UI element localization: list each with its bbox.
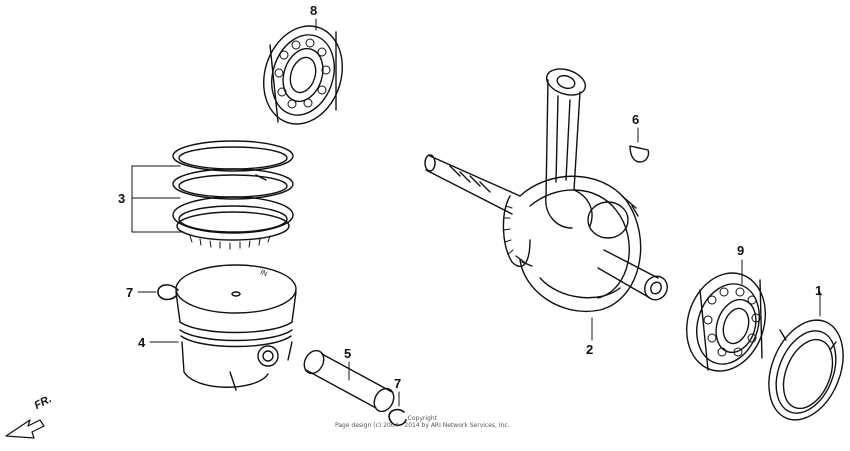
callout-7-left: 7 <box>126 285 134 300</box>
callout-3: 3 <box>118 191 126 206</box>
piston-pin-clip-right[interactable] <box>388 408 407 427</box>
callout-8: 8 <box>310 3 318 18</box>
copyright-line-2: Page design (c) 2004 - 2014 by ARI Netwo… <box>335 421 510 429</box>
callout-5: 5 <box>344 346 352 361</box>
bracket-3 <box>131 165 185 233</box>
crankshaft-assembly[interactable] <box>424 64 672 313</box>
piston-pin[interactable] <box>300 347 397 415</box>
woodruff-key[interactable] <box>629 145 650 163</box>
callout-9: 9 <box>737 243 745 258</box>
piston[interactable] <box>175 264 297 391</box>
callout-2: 2 <box>586 342 594 357</box>
front-direction-arrow <box>5 419 45 439</box>
bearing-right[interactable] <box>674 263 777 382</box>
callout-6: 6 <box>632 112 640 127</box>
callout-4: 4 <box>138 335 146 350</box>
bearing-top[interactable] <box>251 16 354 135</box>
callout-1: 1 <box>815 283 823 298</box>
copyright-notice: Copyright Page design (c) 2004 - 2014 by… <box>335 415 510 430</box>
piston-ring-set[interactable] <box>172 140 294 250</box>
copyright-line-1: Copyright <box>407 415 437 422</box>
callout-7-right: 7 <box>394 376 402 391</box>
piston-pin-clip-left[interactable] <box>157 284 179 301</box>
oil-seal[interactable] <box>755 309 850 431</box>
